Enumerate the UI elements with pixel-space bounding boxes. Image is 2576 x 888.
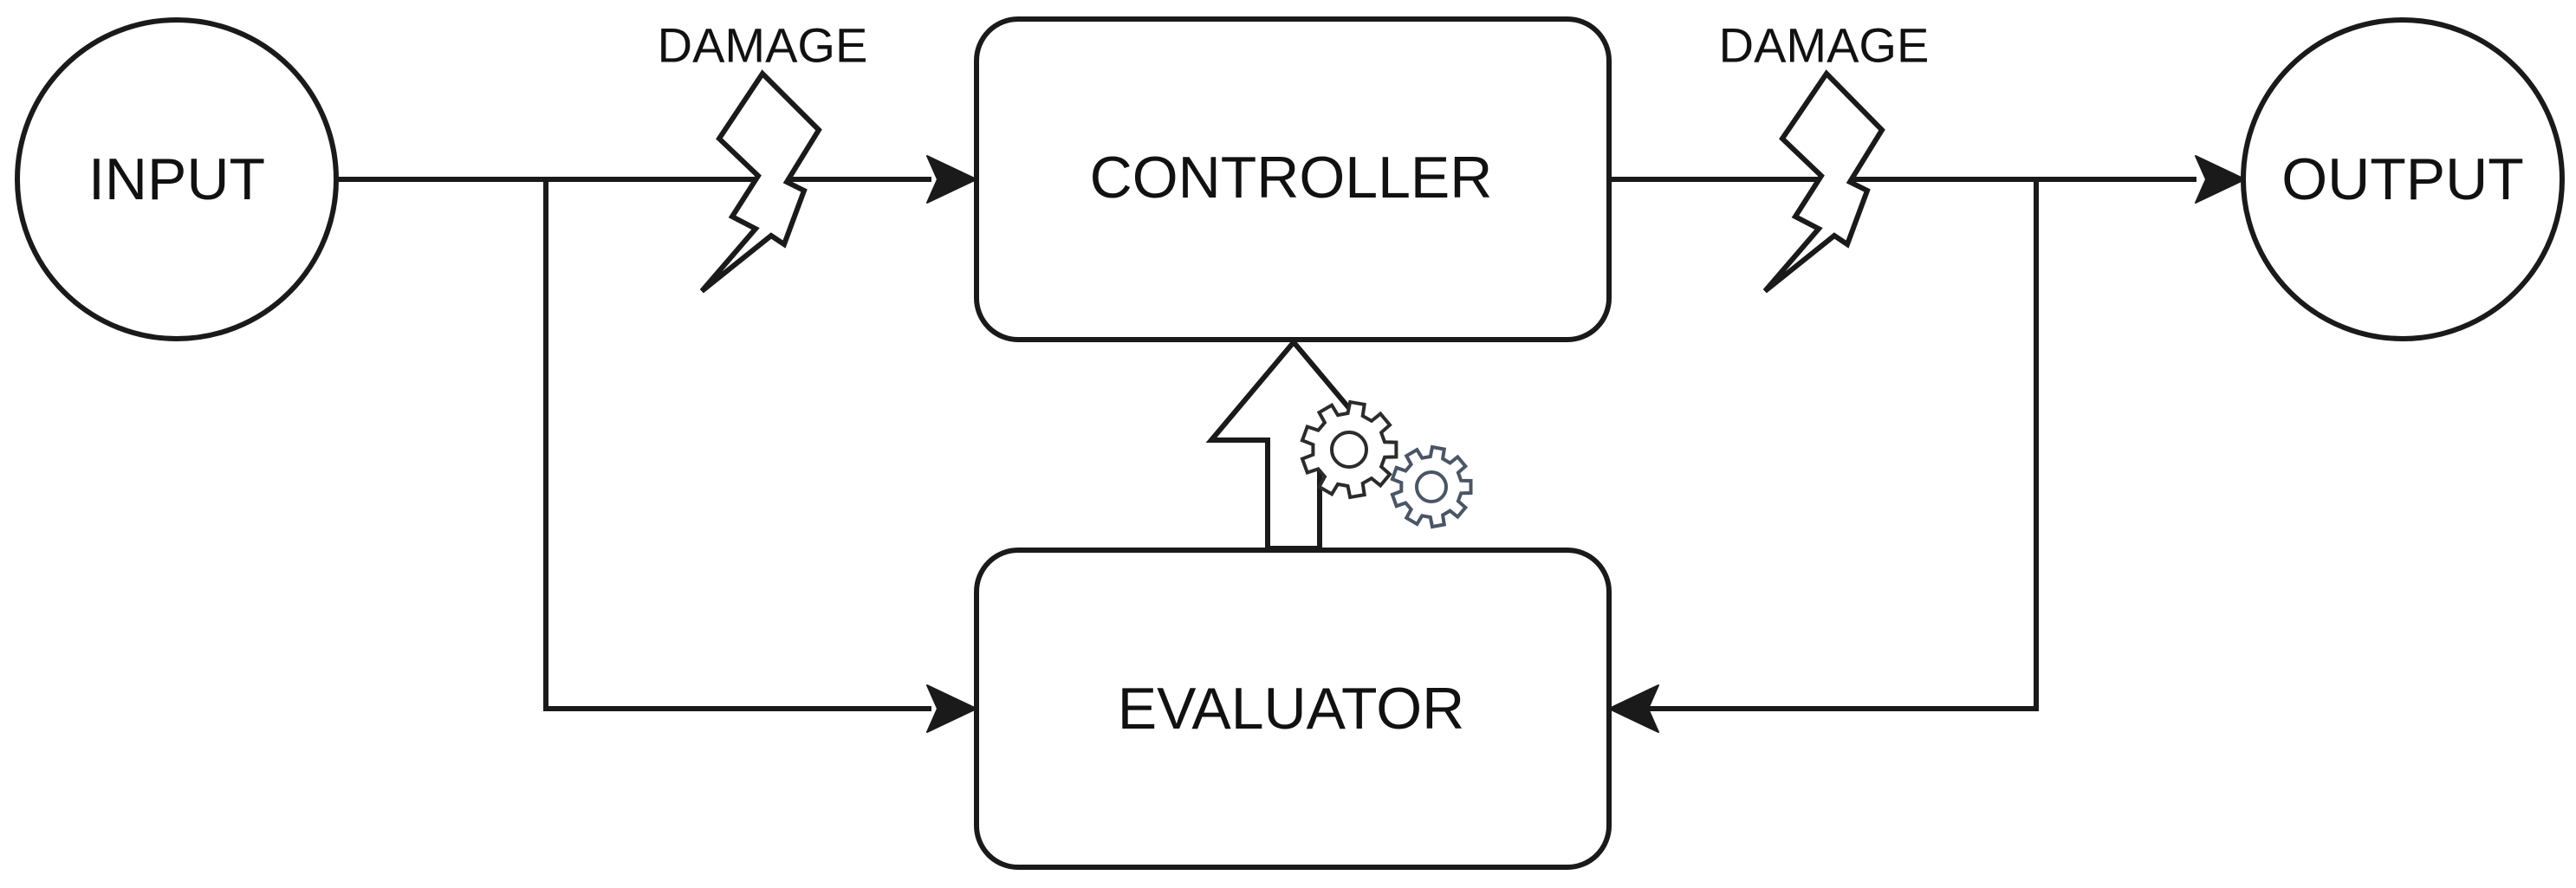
damage-label-left: DAMAGE	[658, 18, 868, 73]
arrowhead-to-controller	[926, 155, 977, 204]
gear-hole	[1330, 431, 1368, 469]
feedback-up-arrow	[1205, 338, 1382, 551]
gear-large-icon	[1300, 399, 1398, 500]
lightning-bolt-icon	[1762, 69, 1885, 294]
evaluator-label: EVALUATOR	[1118, 676, 1465, 742]
controller-node: CONTROLLER	[974, 16, 1612, 342]
input-node: INPUT	[15, 17, 339, 341]
gears-icon	[1300, 399, 1473, 529]
controller-label: CONTROLLER	[1090, 145, 1493, 211]
damage-marker-right: DAMAGE	[1719, 18, 1930, 294]
wire-output-evaluator	[1646, 179, 2039, 711]
damage-label-right: DAMAGE	[1719, 18, 1930, 73]
connectors	[334, 177, 2196, 711]
wire-input-evaluator	[543, 179, 931, 711]
arrowhead-to-output	[2195, 155, 2246, 204]
arrowhead-to-evaluator-right	[1608, 684, 1659, 733]
damage-marker-left: DAMAGE	[658, 18, 868, 294]
gear-small-icon	[1390, 444, 1473, 529]
gear-hole	[1415, 470, 1448, 503]
output-label: OUTPUT	[2281, 146, 2524, 212]
input-label: INPUT	[88, 146, 265, 212]
lightning-bolt-icon	[699, 69, 822, 294]
arrowheads	[926, 155, 2246, 733]
arrowhead-to-evaluator-left	[926, 684, 977, 733]
evaluator-node: EVALUATOR	[974, 548, 1612, 870]
output-node: OUTPUT	[2241, 17, 2565, 341]
